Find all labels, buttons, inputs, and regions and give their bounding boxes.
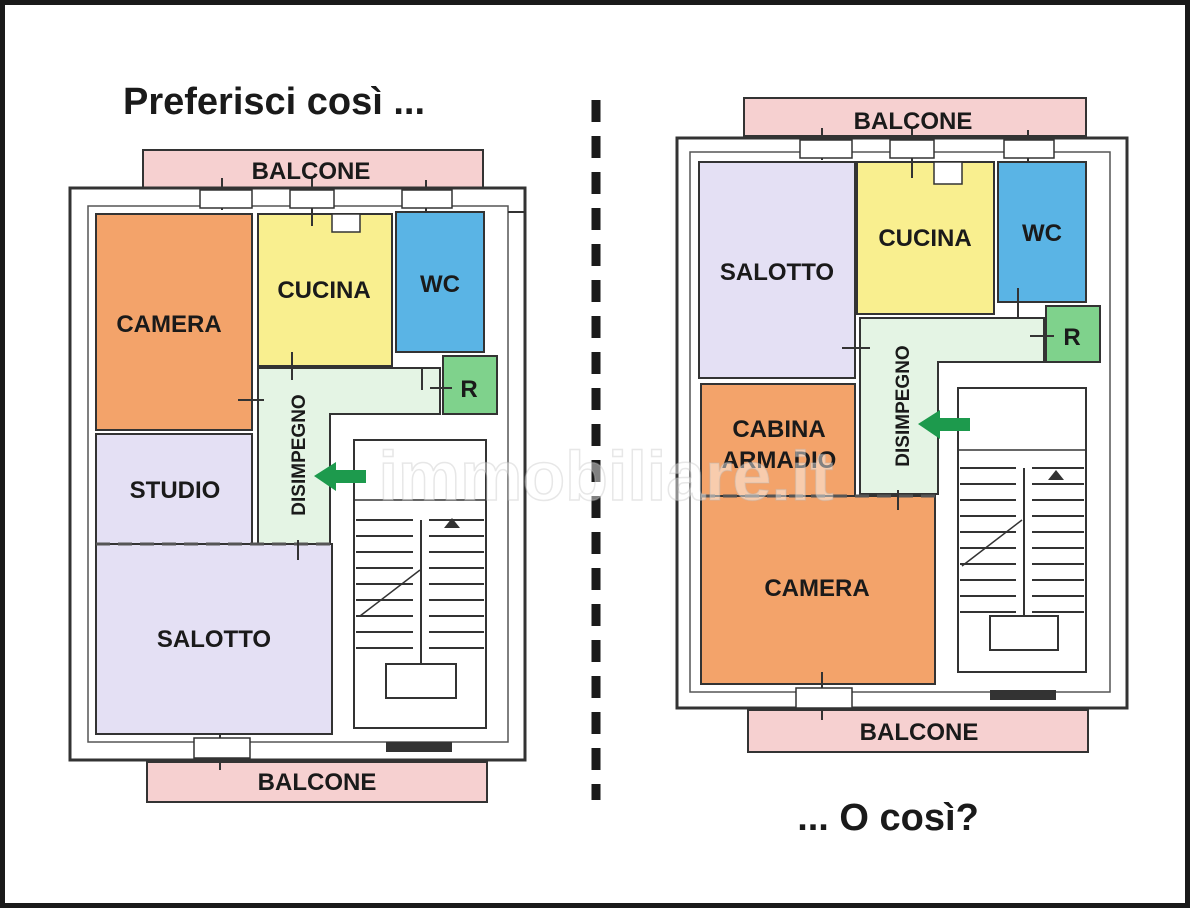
right-label-cabina: CABINA bbox=[732, 416, 825, 443]
left-building-outline bbox=[68, 186, 527, 762]
left-label-salotto: SALOTTO bbox=[157, 626, 271, 653]
right-room-wc bbox=[997, 161, 1087, 303]
right-label-wc: WC bbox=[1022, 220, 1062, 247]
right-label-disimpegno: DISIMPEGNO bbox=[893, 345, 914, 466]
right-room-cucina bbox=[856, 161, 995, 315]
left-stairwell bbox=[353, 439, 487, 729]
left-room-cucina bbox=[257, 213, 393, 367]
left-room-studio bbox=[95, 433, 253, 545]
right-room-disimpegno bbox=[859, 317, 1045, 495]
left-label-disimpegno: DISIMPEGNO bbox=[289, 394, 310, 515]
right-label-cucina: CUCINA bbox=[878, 225, 971, 252]
right-room-cabina-armadio bbox=[700, 383, 856, 497]
right-label-armadio: ARMADIO bbox=[722, 447, 837, 474]
left-label-wc: WC bbox=[420, 271, 460, 298]
right-balcony-top bbox=[743, 97, 1087, 137]
right-balcony-bottom-label: BALCONE bbox=[860, 719, 979, 746]
left-label-r: R bbox=[460, 376, 477, 403]
right-caption: ... O così? bbox=[797, 797, 979, 839]
right-balcony-top-label: BALCONE bbox=[854, 108, 973, 135]
left-balcony-top-label: BALCONE bbox=[252, 158, 371, 185]
right-label-r: R bbox=[1063, 324, 1080, 351]
right-label-camera: CAMERA bbox=[764, 575, 869, 602]
right-label-salotto: SALOTTO bbox=[720, 259, 834, 286]
right-floorplan: BALCONE BALCONE SALOTTO CUCINA WC R CABI… bbox=[675, 97, 1129, 753]
left-balcony-bottom-label: BALCONE bbox=[258, 769, 377, 796]
left-room-salotto bbox=[95, 543, 333, 735]
right-room-camera bbox=[700, 495, 936, 685]
right-stairwell bbox=[957, 387, 1087, 673]
left-room-wc bbox=[395, 211, 485, 353]
left-label-camera: CAMERA bbox=[116, 311, 221, 338]
right-room-r bbox=[1045, 305, 1101, 363]
left-balcony-bottom bbox=[146, 761, 488, 803]
left-caption: Preferisci così ... bbox=[123, 81, 425, 123]
left-floorplan: BALCONE BALCONE CAMERA CUCINA WC R STUDI… bbox=[68, 149, 527, 803]
right-balcony-bottom bbox=[747, 709, 1089, 753]
left-room-r bbox=[442, 355, 498, 415]
watermark: immobiliare.it bbox=[378, 437, 833, 515]
left-label-studio: STUDIO bbox=[130, 477, 221, 504]
right-building-outline bbox=[675, 136, 1129, 710]
left-label-cucina: CUCINA bbox=[277, 277, 370, 304]
left-room-camera bbox=[95, 213, 253, 431]
right-entry-arrow bbox=[918, 410, 970, 439]
left-entry-arrow bbox=[314, 462, 366, 491]
right-room-salotto bbox=[698, 161, 856, 379]
